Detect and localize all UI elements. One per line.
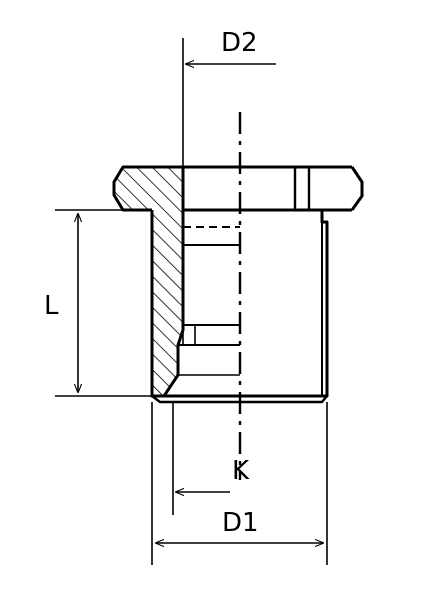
d1-label: D1	[222, 508, 259, 538]
k-label: K	[232, 456, 250, 486]
dimension-k	[172, 402, 230, 515]
section-hatching	[114, 167, 183, 396]
bore-details	[178, 226, 240, 376]
dimension-d1	[151, 402, 328, 565]
dimension-d2	[182, 38, 276, 167]
dimension-l	[55, 209, 152, 397]
l-label: L	[44, 291, 59, 321]
d2-label: D2	[221, 28, 258, 58]
